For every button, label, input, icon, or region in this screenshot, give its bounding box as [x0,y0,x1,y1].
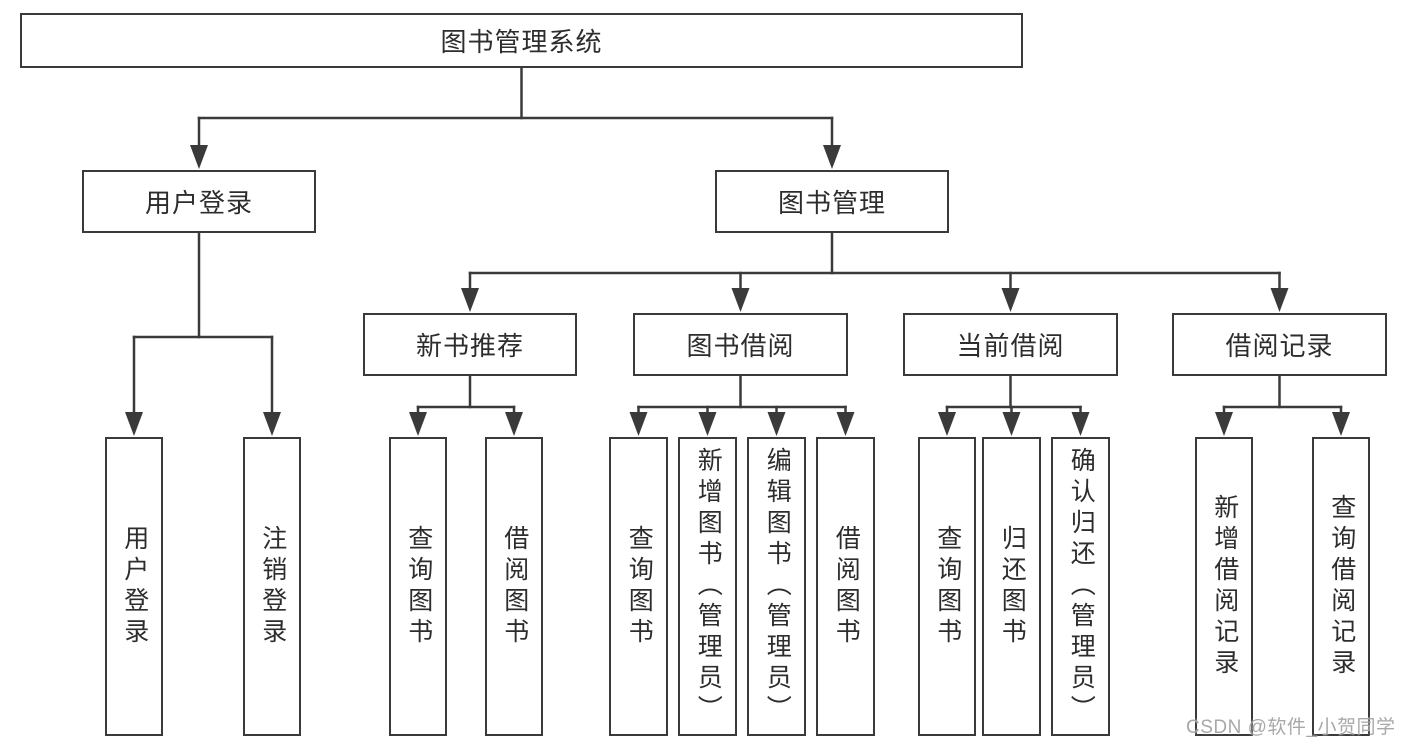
node-label-v-add-book-admin: 新增图书（管理员） [694,447,723,726]
node-book-management: 图书管理 [715,170,949,233]
node-label-v-query-book-3: 查询图书 [933,524,962,649]
node-v-query-borrow-record: 查询借阅记录 [1312,437,1370,736]
node-v-query-book-1: 查询图书 [389,437,447,736]
node-v-borrow-book-2: 借阅图书 [816,437,875,736]
node-label-v-query-book-1: 查询图书 [404,524,433,649]
node-v-add-book-admin: 新增图书（管理员） [678,437,737,736]
node-root: 图书管理系统 [20,13,1023,68]
watermark: CSDN @软件_小贺同学 [1186,717,1396,738]
node-new-book-recommend: 新书推荐 [363,313,577,376]
node-label-v-borrow-book-2: 借阅图书 [832,524,861,649]
node-v-query-book-2: 查询图书 [609,437,668,736]
node-v-return-book: 归还图书 [982,437,1041,736]
node-label-v-add-borrow-record: 新增借阅记录 [1210,493,1239,680]
node-label-user-login: 用户登录 [144,188,253,218]
node-label-v-query-book-2: 查询图书 [625,524,654,649]
node-label-new-book-recommend: 新书推荐 [415,331,524,361]
node-v-confirm-return-admin: 确认归还（管理员） [1051,437,1110,736]
node-label-current-borrowing: 当前借阅 [956,331,1065,361]
node-label-book-borrowing: 图书借阅 [686,331,795,361]
node-book-borrowing: 图书借阅 [633,313,848,376]
node-label-v-borrow-book-1: 借阅图书 [500,524,529,649]
node-borrowing-records: 借阅记录 [1172,313,1387,376]
node-label-borrowing-records: 借阅记录 [1225,331,1334,361]
node-v-user-login: 用户登录 [105,437,163,736]
node-label-v-logout-login: 注销登录 [258,524,287,649]
node-label-v-return-book: 归还图书 [998,524,1027,649]
node-label-root: 图书管理系统 [440,27,603,57]
node-v-add-borrow-record: 新增借阅记录 [1195,437,1253,736]
node-v-borrow-book-1: 借阅图书 [485,437,543,736]
node-v-logout-login: 注销登录 [243,437,301,736]
node-v-edit-book-admin: 编辑图书（管理员） [747,437,806,736]
node-label-v-user-login: 用户登录 [120,524,149,649]
node-label-book-management: 图书管理 [777,188,886,218]
node-current-borrowing: 当前借阅 [903,313,1118,376]
node-label-v-edit-book-admin: 编辑图书（管理员） [763,447,792,726]
node-label-v-confirm-return-admin: 确认归还（管理员） [1067,447,1096,726]
node-v-query-book-3: 查询图书 [918,437,976,736]
node-user-login: 用户登录 [82,170,316,233]
node-label-v-query-borrow-record: 查询借阅记录 [1327,493,1356,680]
